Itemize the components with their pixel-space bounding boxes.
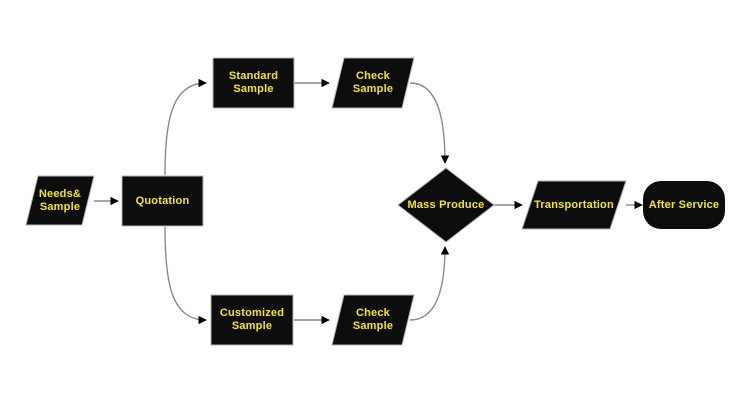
connectors-group <box>94 78 643 325</box>
node-quotation-shape[interactable] <box>121 175 204 227</box>
node-customized-sample-shape[interactable] <box>210 294 294 346</box>
edge-quotation-to-customized-sample <box>164 226 207 325</box>
node-standard-sample-shape[interactable] <box>212 57 295 109</box>
node-check-sample-bottom-shape[interactable] <box>331 294 415 346</box>
edge-check-top-to-mass-produce <box>409 82 450 164</box>
edge-check-bottom-to-mass-produce <box>409 246 450 321</box>
node-needs-sample-shape[interactable] <box>25 175 95 226</box>
node-transportation-shape[interactable] <box>521 180 627 230</box>
node-check-sample-top-shape[interactable] <box>331 57 415 109</box>
edge-quotation-to-standard-sample <box>164 78 207 176</box>
node-after-service-shape[interactable] <box>643 181 725 229</box>
node-mass-produce-shape[interactable] <box>397 167 495 243</box>
